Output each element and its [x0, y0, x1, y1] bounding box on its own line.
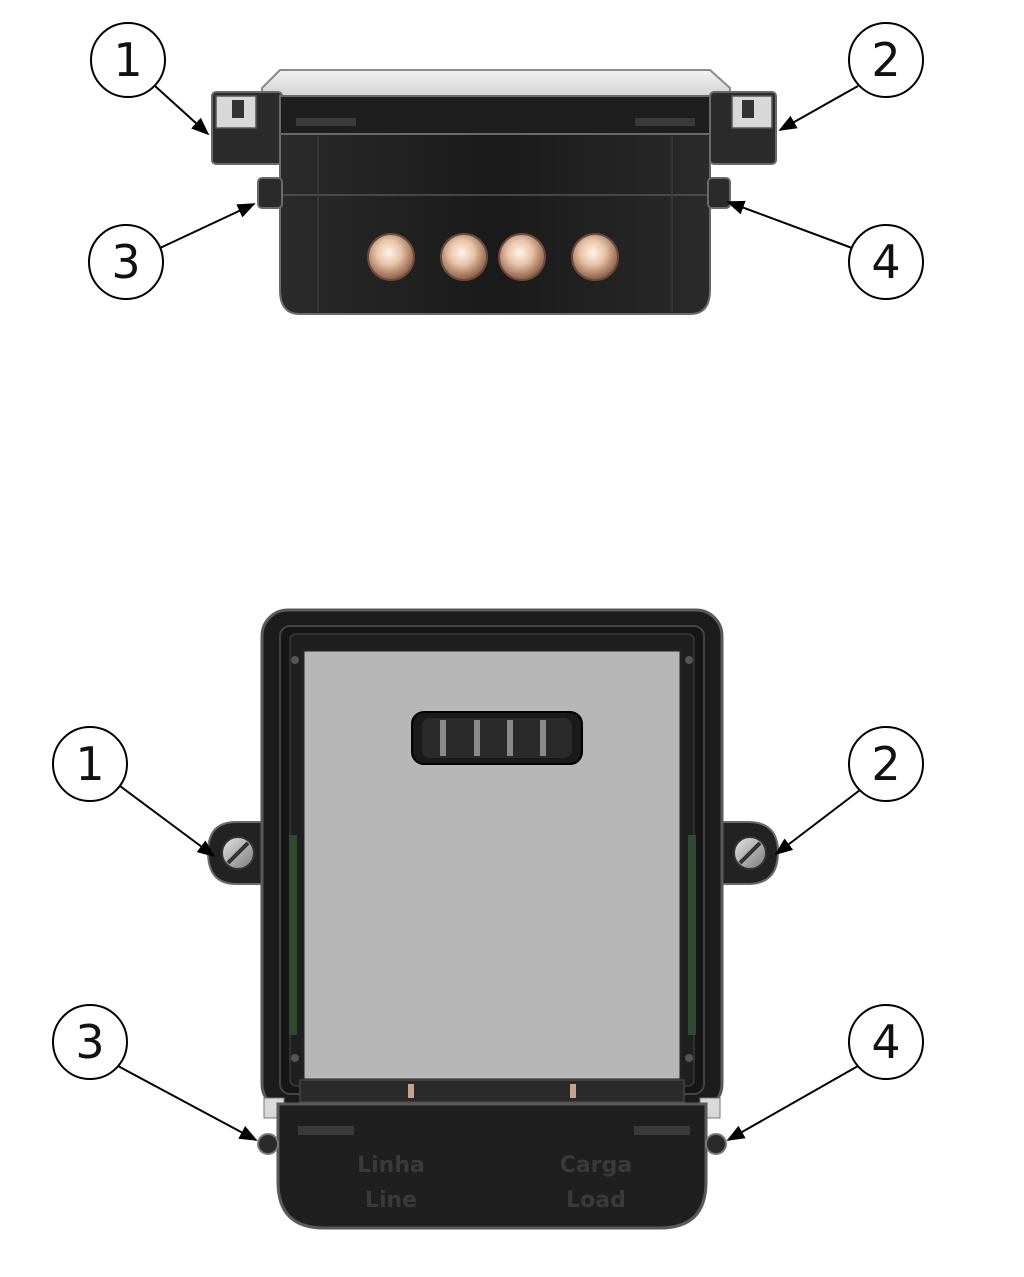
- label-line: Line: [365, 1188, 417, 1213]
- front-view: Linha Line Carga Load 1 2 3 4: [52, 608, 924, 1230]
- label-load: Load: [566, 1188, 626, 1213]
- top-callout-4: 4: [726, 200, 924, 300]
- label-linha: Linha: [357, 1153, 425, 1178]
- terminal-cover: [276, 1102, 708, 1230]
- green-strip-left: [289, 835, 297, 1035]
- top-callout-1: 1: [90, 22, 210, 136]
- cover-clip-left: [257, 1133, 279, 1155]
- svg-text:2: 2: [871, 33, 900, 87]
- terminal-1: [367, 233, 415, 281]
- cover-clip-right: [705, 1133, 727, 1155]
- svg-text:4: 4: [871, 1015, 900, 1069]
- front-ear-left: [206, 821, 263, 885]
- display-digit-1: [440, 720, 446, 756]
- svg-text:1: 1: [75, 737, 104, 791]
- front-ear-right: [721, 821, 780, 885]
- top-ear-right: [709, 91, 777, 165]
- terminal-4: [571, 233, 619, 281]
- top-housing-body: [279, 133, 711, 315]
- top-housing-upper: [279, 95, 711, 137]
- top-ear-left: [211, 91, 283, 165]
- display-digit-3: [507, 720, 513, 756]
- front-callout-4: 4: [726, 1004, 924, 1141]
- top-callout-2: 2: [778, 22, 924, 131]
- top-clip-right: [707, 177, 731, 209]
- svg-text:1: 1: [113, 33, 142, 87]
- display-digit-4: [540, 720, 546, 756]
- front-callout-2: 2: [774, 726, 924, 856]
- display-digit-2: [474, 720, 480, 756]
- counter-display: [411, 711, 583, 765]
- svg-text:2: 2: [871, 737, 900, 791]
- svg-text:3: 3: [111, 235, 140, 289]
- front-callout-3: 3: [52, 1004, 258, 1141]
- label-carga: Carga: [560, 1153, 632, 1178]
- terminal-3: [498, 233, 546, 281]
- terminal-2: [440, 233, 488, 281]
- svg-text:4: 4: [871, 235, 900, 289]
- top-terminals: [367, 233, 619, 281]
- front-callout-1: 1: [52, 726, 216, 858]
- top-clip-left: [257, 177, 283, 209]
- top-callout-3: 3: [88, 203, 256, 300]
- green-strip-right: [688, 835, 696, 1035]
- top-view: 1 2 3 4: [88, 22, 924, 315]
- svg-text:3: 3: [75, 1015, 104, 1069]
